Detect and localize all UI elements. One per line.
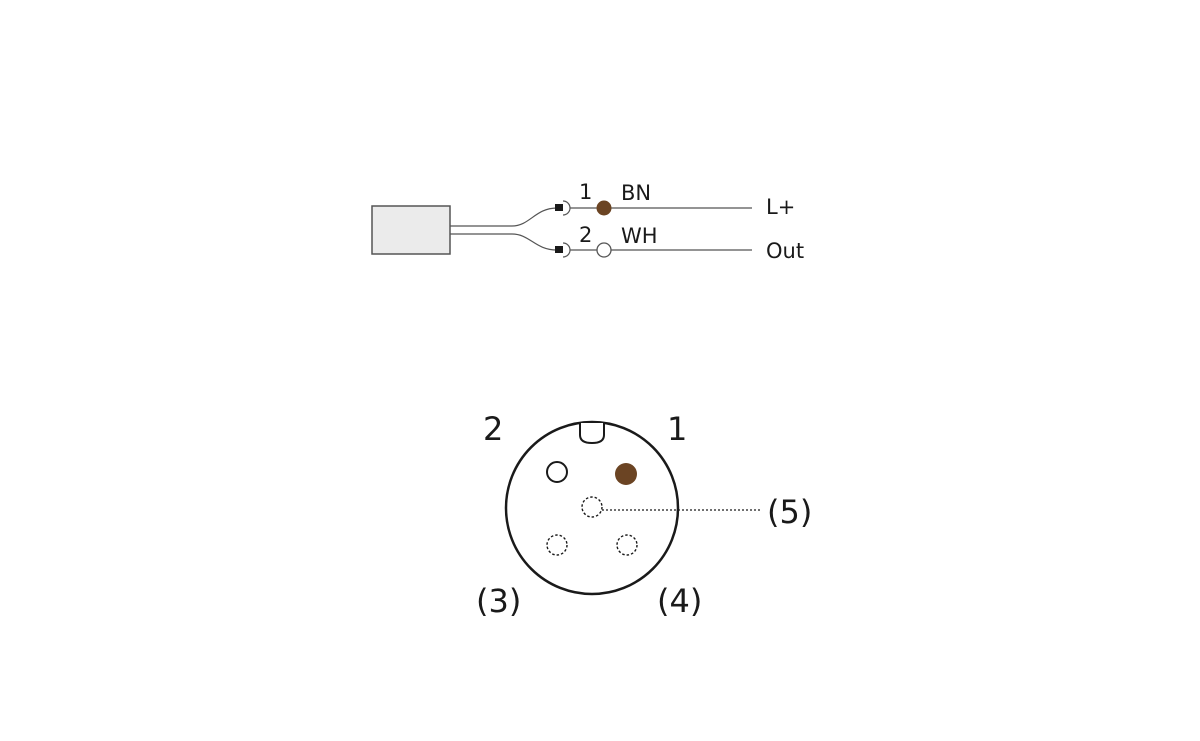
- pin-label-5: (5): [767, 493, 812, 531]
- pin-label-3: (3): [476, 582, 521, 620]
- pin-3-contact: [546, 534, 568, 556]
- signal-label: L+: [766, 195, 795, 219]
- wire-color-code: BN: [621, 181, 651, 205]
- pin-number: 2: [579, 223, 592, 247]
- wire-end-hook: [562, 242, 571, 258]
- wire-color-dot-white: [596, 242, 612, 258]
- wire-row-2: 2 WH Out: [555, 223, 804, 263]
- pin-label-4: (4): [657, 582, 702, 620]
- pin-label-2: 2: [483, 410, 503, 448]
- pin-1-contact: [615, 463, 637, 485]
- cable-schematic: 1 BN L+ 2 WH Out: [371, 180, 804, 263]
- wire-end-ferrule: [555, 204, 563, 211]
- wire-color-dot-brown: [596, 200, 612, 216]
- cable-wire: [511, 233, 558, 251]
- cable-wire: [511, 207, 558, 227]
- pin-number: 1: [579, 180, 592, 204]
- pin-4-contact: [616, 534, 638, 556]
- signal-label: Out: [766, 239, 804, 263]
- coding-key: [579, 423, 605, 445]
- wire-row-1: 1 BN L+: [555, 180, 795, 219]
- sensor-body: [371, 205, 451, 255]
- wire-end-ferrule: [555, 246, 563, 253]
- wire-color-code: WH: [621, 224, 658, 248]
- pin-5-contact: [581, 496, 603, 518]
- pin-2-contact: [546, 461, 568, 483]
- wire-end-hook: [562, 200, 571, 216]
- connector-body: [504, 420, 680, 596]
- pin-label-1: 1: [667, 410, 687, 448]
- connector-pinout: 2 1 (5) (3) (4): [476, 410, 812, 620]
